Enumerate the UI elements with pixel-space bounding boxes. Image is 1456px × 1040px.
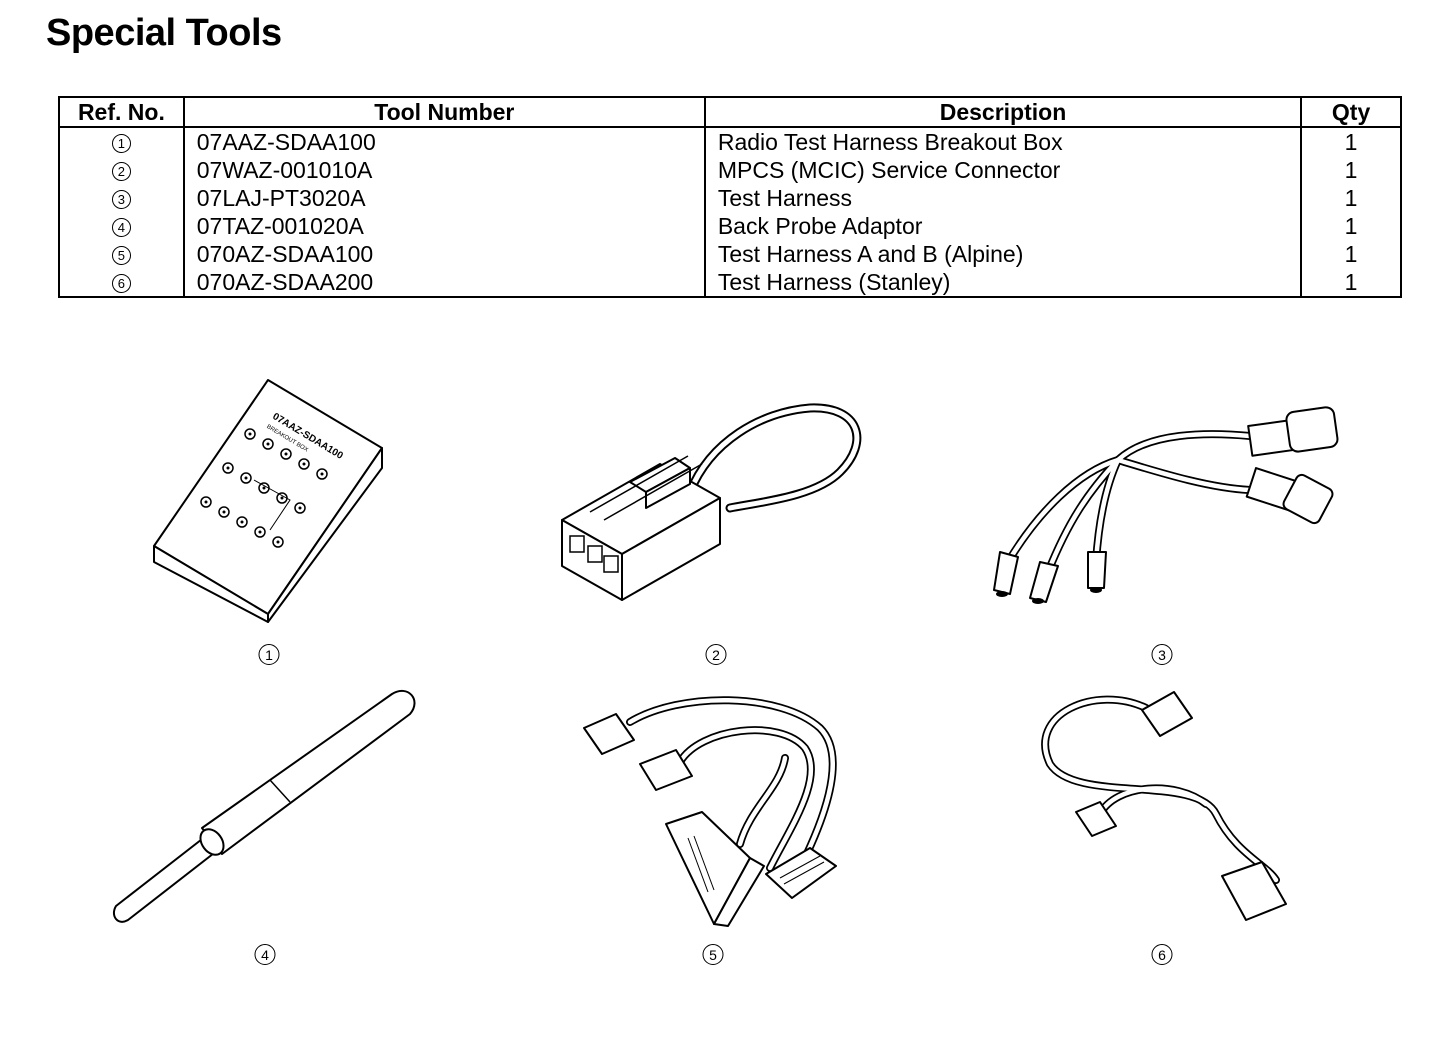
tool-qty: 1	[1300, 184, 1402, 212]
table-row: 3 07LAJ-PT3020A Test Harness 1	[58, 184, 1402, 212]
tool-description: MPCS (MCIC) Service Connector	[703, 156, 1303, 184]
header-description: Description	[703, 96, 1303, 128]
test-harness-illustration	[988, 402, 1348, 604]
table-row: 1 07AAZ-SDAA100 Radio Test Harness Break…	[58, 127, 1402, 156]
ref-number: 3	[111, 190, 131, 210]
breakout-box-illustration: 07AAZ-SDAA100 BREAKOUT BOX	[150, 378, 390, 623]
tool-qty: 1	[1300, 268, 1402, 298]
tool-description: Test Harness A and B (Alpine)	[703, 240, 1303, 268]
tool-qty: 1	[1300, 240, 1402, 268]
tool-number: 070AZ-SDAA100	[182, 240, 706, 268]
ref-number: 4	[111, 218, 131, 238]
tool-qty: 1	[1300, 127, 1402, 156]
figure-label-5: 5	[702, 944, 724, 965]
ref-number: 6	[111, 274, 131, 294]
figure-label-6: 6	[1151, 944, 1173, 965]
header-tool-number: Tool Number	[182, 96, 706, 128]
page-title: Special Tools	[46, 12, 282, 54]
tool-number: 070AZ-SDAA200	[182, 268, 706, 298]
special-tools-table: Ref. No. Tool Number Description Qty 1 0…	[58, 96, 1402, 298]
alpine-test-harness-illustration	[580, 688, 842, 928]
table-row: 6 070AZ-SDAA200 Test Harness (Stanley) 1	[58, 268, 1402, 298]
table-row: 5 070AZ-SDAA100 Test Harness A and B (Al…	[58, 240, 1402, 268]
back-probe-adaptor-illustration	[110, 684, 420, 924]
table-header-row: Ref. No. Tool Number Description Qty	[58, 96, 1402, 128]
header-ref-no: Ref. No.	[58, 96, 185, 128]
table-row: 2 07WAZ-001010A MPCS (MCIC) Service Conn…	[58, 156, 1402, 184]
tool-description: Back Probe Adaptor	[703, 212, 1303, 240]
ref-number: 1	[111, 134, 131, 154]
stanley-test-harness-illustration	[1036, 684, 1298, 928]
figure-label-4: 4	[254, 944, 276, 965]
tool-qty: 1	[1300, 156, 1402, 184]
ref-number: 2	[111, 162, 131, 182]
tool-number: 07LAJ-PT3020A	[182, 184, 706, 212]
tool-number: 07AAZ-SDAA100	[182, 127, 706, 156]
figure-label-3: 3	[1151, 644, 1173, 665]
tool-qty: 1	[1300, 212, 1402, 240]
service-connector-illustration	[560, 402, 865, 604]
table-row: 4 07TAZ-001020A Back Probe Adaptor 1	[58, 212, 1402, 240]
tool-number: 07WAZ-001010A	[182, 156, 706, 184]
tool-number: 07TAZ-001020A	[182, 212, 706, 240]
figure-label-2: 2	[705, 644, 727, 665]
tool-description: Radio Test Harness Breakout Box	[703, 127, 1303, 156]
breakout-jacks	[201, 429, 327, 547]
tool-description: Test Harness	[703, 184, 1303, 212]
tool-description: Test Harness (Stanley)	[703, 268, 1303, 298]
ref-number: 5	[111, 246, 131, 266]
header-qty: Qty	[1300, 96, 1402, 128]
figure-label-1: 1	[258, 644, 280, 665]
